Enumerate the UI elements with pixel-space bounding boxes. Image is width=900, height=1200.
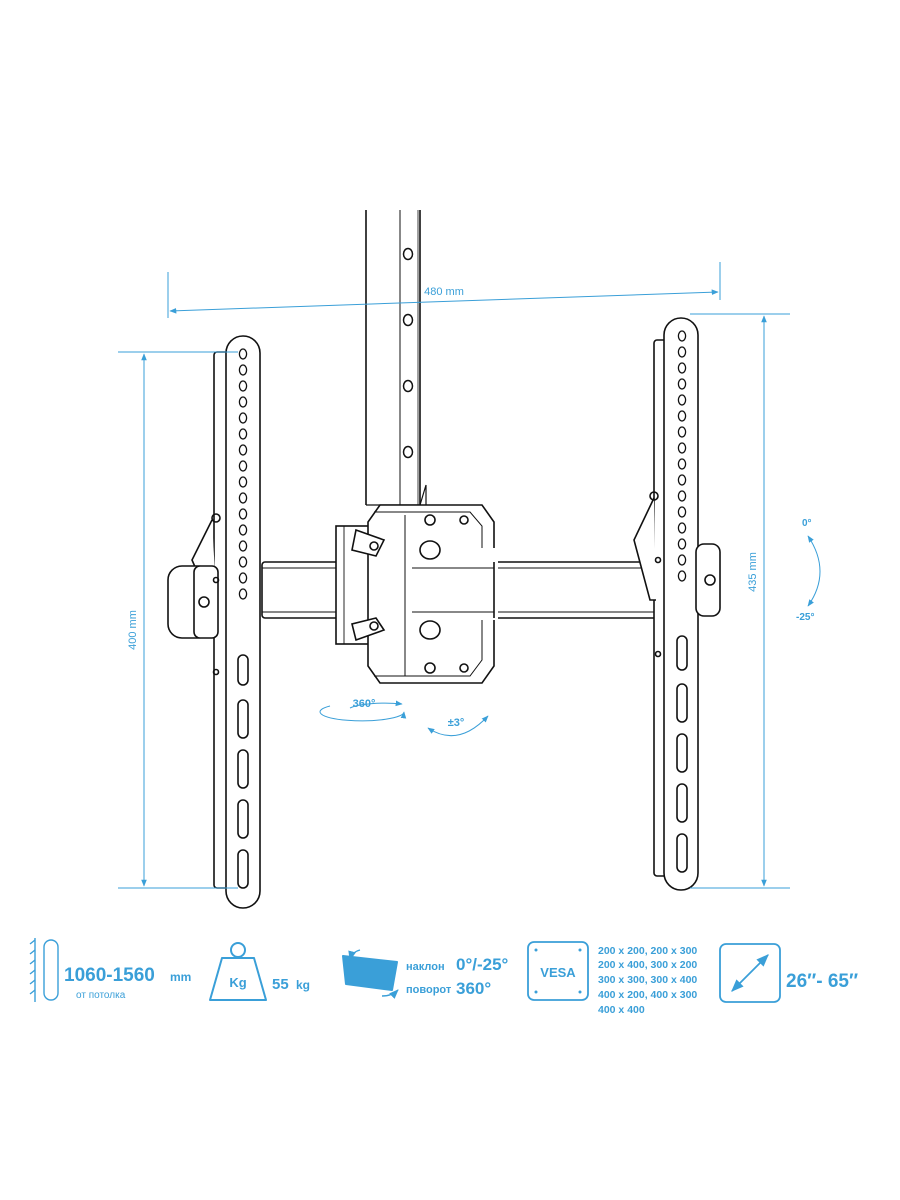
weight-icon (209, 942, 267, 1001)
screen-size-value: 26″- 65″ (786, 971, 858, 992)
dimension-lines (118, 262, 821, 889)
swivel-label: 360° (353, 698, 376, 710)
vesa-pattern-1: 200 x 200, 200 x 300 (598, 945, 697, 957)
tilt-swivel-head (335, 504, 498, 684)
vesa-pattern-3: 300 x 300, 300 x 400 (598, 974, 697, 986)
vesa-pattern-4: 400 x 200, 400 x 300 (598, 989, 697, 1001)
height-note: от потолка (76, 990, 126, 1001)
swivel-value: 360° (456, 979, 491, 998)
tilt-swivel-icon (342, 949, 399, 1000)
spec-height: 1060-1560 mm от потолка (29, 938, 191, 1002)
swivel-text-label: поворот (406, 984, 452, 996)
tilt-top-label: 0° (802, 518, 812, 529)
ceiling-pole (365, 210, 427, 506)
left-height-label: 400 mm (127, 610, 139, 650)
spec-bar: 1060-1560 mm от потолка Kg 55 kg наклон … (29, 938, 858, 1016)
left-vertical-rail (167, 335, 261, 909)
mount-drawing (167, 210, 721, 909)
right-height-label: 435 mm (747, 552, 759, 592)
vesa-pattern-2: 200 x 400, 300 x 200 (598, 959, 697, 971)
right-vertical-rail (633, 317, 721, 891)
vesa-icon-label: VESA (540, 965, 576, 980)
dimension-labels: 480 mm 400 mm 435 mm 0° -25° 360° ±3° (127, 286, 814, 729)
ceiling-height-icon (29, 938, 59, 1002)
height-value: 1060-1560 (64, 965, 155, 986)
tilt-label: наклон (406, 961, 445, 973)
weight-icon-label: Kg (229, 975, 246, 990)
vesa-pattern-5: 400 x 400 (598, 1004, 645, 1016)
weight-value: 55 (272, 976, 289, 993)
weight-unit: kg (296, 978, 310, 992)
level-label: ±3° (448, 717, 465, 729)
width-label: 480 mm (424, 286, 464, 298)
tilt-bottom-label: -25° (796, 612, 814, 623)
spec-screen: 26″- 65″ (719, 943, 858, 1003)
vesa-icon (527, 941, 589, 1001)
screen-diagonal-icon (719, 943, 781, 1003)
height-unit: mm (170, 970, 191, 984)
tilt-value: 0°/-25° (456, 955, 509, 974)
spec-vesa: VESA 200 x 200, 200 x 300 200 x 400, 300… (527, 941, 697, 1016)
spec-weight: Kg 55 kg (209, 942, 310, 1001)
spec-motion: наклон 0°/-25° поворот 360° (342, 949, 509, 1000)
